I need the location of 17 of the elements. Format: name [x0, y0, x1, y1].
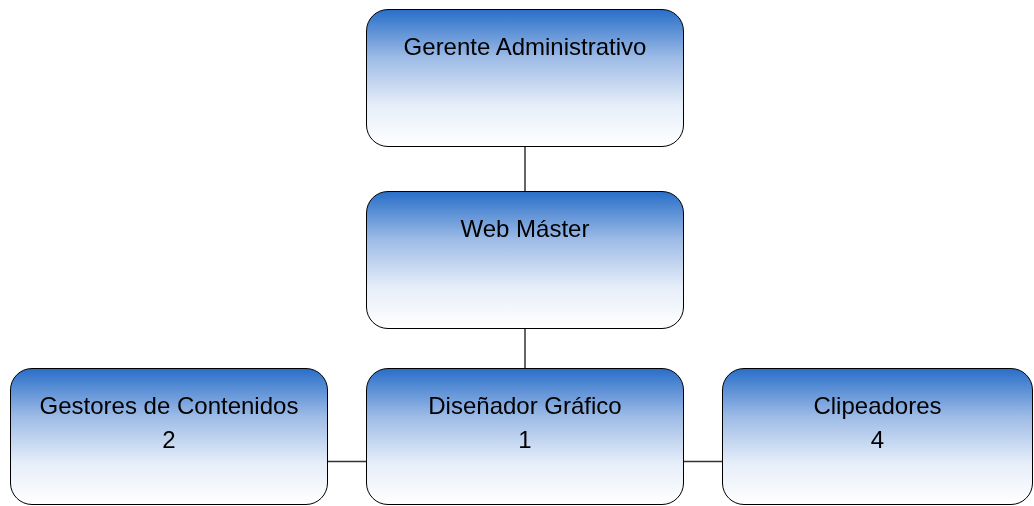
connector-line — [524, 146, 526, 192]
box-text: 4 — [870, 425, 885, 455]
org-box — [366, 191, 684, 329]
org-box — [722, 368, 1033, 505]
box-text: Clipeadores — [813, 391, 942, 421]
box-text: 2 — [162, 425, 176, 455]
org-box — [10, 368, 328, 505]
box-text: 1 — [518, 425, 532, 455]
org-box — [366, 368, 684, 505]
box-text: Diseñador Gráfico — [428, 391, 622, 421]
box-text: Web Máster — [460, 214, 590, 244]
box-text: Gerente Administrativo — [403, 32, 647, 62]
connector-line — [327, 460, 367, 463]
box-text: Gestores de Contenidos — [39, 391, 299, 421]
org-box — [366, 9, 684, 147]
connector-line — [524, 328, 526, 369]
connector-line — [683, 460, 723, 463]
